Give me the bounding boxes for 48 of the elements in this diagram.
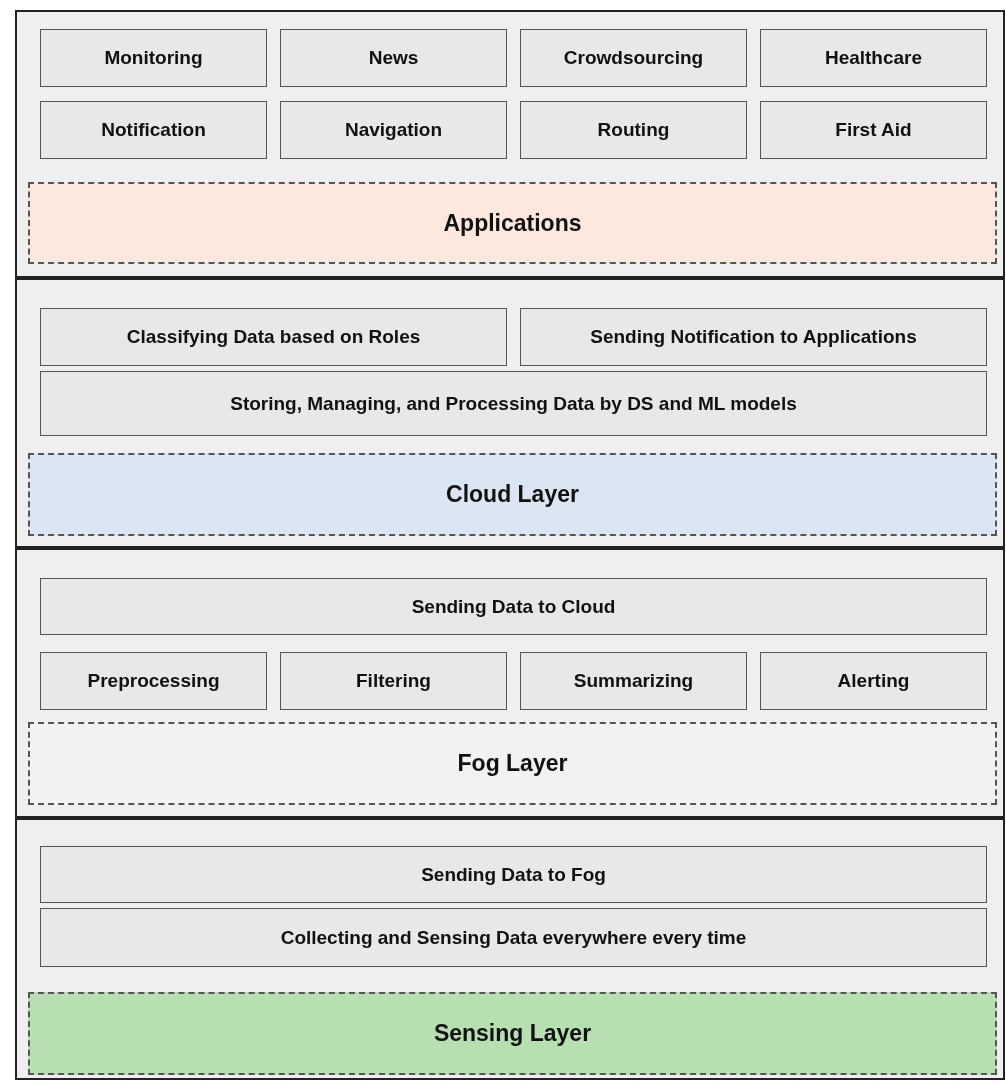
layer-title: Applications <box>443 209 582 237</box>
function-box <box>40 908 987 967</box>
function-box <box>40 578 987 635</box>
function-box <box>40 846 987 903</box>
function-label: Monitoring <box>104 47 203 69</box>
function-box <box>760 101 987 159</box>
function-label: Sending Notification to Applications <box>590 326 917 348</box>
function-box <box>520 101 747 159</box>
function-box <box>760 29 987 87</box>
function-label: Sending Data to Cloud <box>411 595 616 618</box>
function-label: Sending Data to Fog <box>421 863 606 886</box>
function-label: Notification <box>101 119 206 141</box>
function-label: News <box>368 47 419 69</box>
function-box <box>40 29 267 87</box>
function-box <box>40 101 267 159</box>
layer-title: Fog Layer <box>457 750 568 777</box>
function-box <box>40 652 267 710</box>
layer-panel <box>15 278 1005 548</box>
layer-box <box>28 182 997 264</box>
function-box <box>40 371 987 436</box>
function-label: Preprocessing <box>87 670 220 692</box>
layer-box <box>28 722 997 805</box>
layer-panel <box>15 10 1005 278</box>
function-label: Storing, Managing, and Processing Data by DS and ML models <box>230 392 797 415</box>
function-label: Collecting and Sensing Data everywhere every time <box>280 926 747 949</box>
function-label: First Aid <box>835 119 912 141</box>
function-label: Classifying Data based on Roles <box>126 326 421 348</box>
function-box <box>280 652 507 710</box>
function-box <box>280 101 507 159</box>
layer-panel <box>15 818 1005 1080</box>
function-box <box>520 29 747 87</box>
function-label: Routing <box>597 119 670 141</box>
function-label: Summarizing <box>573 670 694 692</box>
function-box <box>520 308 987 366</box>
function-label: Healthcare <box>824 47 923 69</box>
layer-box <box>28 992 997 1075</box>
layer-title: Cloud Layer <box>446 481 579 508</box>
function-box <box>280 29 507 87</box>
layer-title: Sensing Layer <box>433 1020 592 1047</box>
function-box <box>760 652 987 710</box>
function-label: Crowdsourcing <box>563 47 704 69</box>
function-box <box>40 308 507 366</box>
function-box <box>520 652 747 710</box>
function-label: Navigation <box>344 119 443 141</box>
layer-box <box>28 453 997 536</box>
function-label: Filtering <box>356 670 431 692</box>
function-label: Alerting <box>837 670 910 692</box>
layer-panel <box>15 548 1005 818</box>
